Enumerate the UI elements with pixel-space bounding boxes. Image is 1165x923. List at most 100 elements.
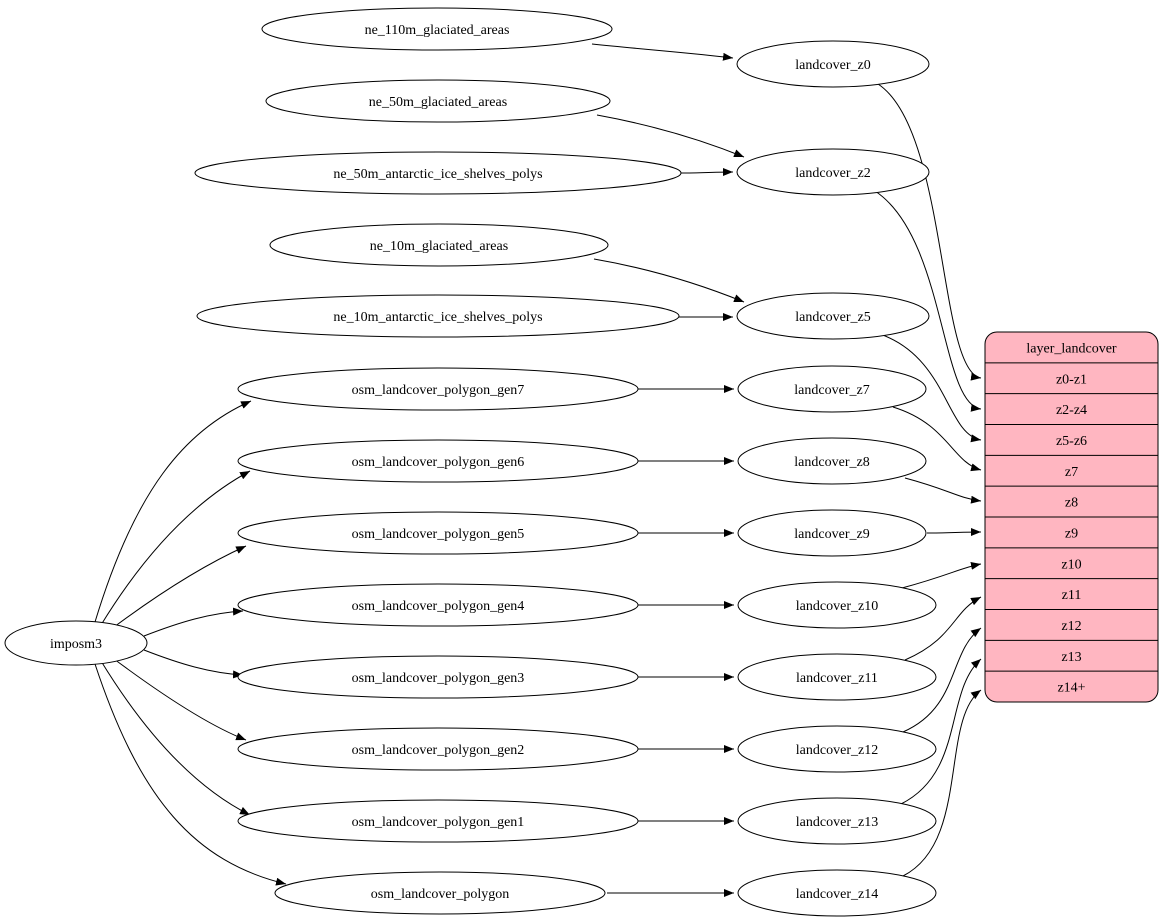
node-shape-osm_landcover_polygon_gen3 — [237, 655, 639, 699]
node-landcover_z2: landcover_z2 — [736, 148, 930, 196]
node-label-landcover_z2: landcover_z2 — [795, 166, 870, 181]
node-osm_landcover_polygon_gen2: osm_landcover_polygon_gen2 — [237, 727, 639, 771]
node-shape-landcover_z9 — [737, 509, 927, 557]
node-shape-landcover_z10 — [737, 581, 937, 629]
node-shape-landcover_z14 — [737, 869, 937, 917]
record-title: layer_landcover — [1026, 341, 1117, 356]
node-label-osm_landcover_polygon_gen4: osm_landcover_polygon_gen4 — [352, 599, 525, 614]
edge-landcover_z11-to-layer_landcover-z11 — [904, 596, 982, 661]
edge-landcover_z0-to-layer_landcover-z0-z1 — [877, 83, 982, 381]
node-label-landcover_z8: landcover_z8 — [794, 455, 869, 470]
node-osm_landcover_polygon_gen4: osm_landcover_polygon_gen4 — [237, 583, 639, 627]
node-ne_10m_antarctic_ice_shelves_polys: ne_10m_antarctic_ice_shelves_polys — [196, 294, 680, 338]
edge-imposm3-to-osm_landcover_polygon_gen4 — [143, 607, 244, 637]
edge-ne_50m_antarctic_ice_shelves_polys-to-landcover_z2 — [680, 168, 734, 177]
edge-imposm3-to-osm_landcover_polygon_gen6 — [100, 470, 251, 626]
node-shape-landcover_z11 — [737, 653, 937, 701]
node-label-landcover_z12: landcover_z12 — [796, 743, 878, 758]
record-row-label: z7 — [1065, 465, 1078, 480]
node-osm_landcover_polygon: osm_landcover_polygon — [274, 871, 606, 915]
node-label-ne_110m_glaciated_areas: ne_110m_glaciated_areas — [365, 23, 510, 38]
node-label-osm_landcover_polygon_gen5: osm_landcover_polygon_gen5 — [352, 527, 525, 542]
record-row-label: z0-z1 — [1056, 372, 1087, 387]
node-shape-landcover_z5 — [736, 292, 930, 340]
node-shape-imposm3 — [4, 620, 148, 666]
edge-landcover_z9-to-layer_landcover-z9 — [926, 528, 982, 537]
node-layer_landcover: layer_landcoverz0-z1z2-z4z5-z6z7z8z9z10z… — [984, 331, 1159, 703]
edge-imposm3-to-osm_landcover_polygon_gen1 — [100, 660, 251, 816]
record-row-label: z5-z6 — [1056, 434, 1087, 449]
record-row-label: z13 — [1061, 650, 1081, 665]
node-label-osm_landcover_polygon_gen6: osm_landcover_polygon_gen6 — [352, 455, 525, 470]
node-shape-ne_10m_antarctic_ice_shelves_polys — [196, 294, 680, 338]
edge-landcover_z13-to-layer_landcover-z13 — [900, 658, 982, 805]
node-shape-osm_landcover_polygon_gen6 — [237, 439, 639, 483]
node-osm_landcover_polygon_gen1: osm_landcover_polygon_gen1 — [237, 799, 639, 843]
record-row-label: z11 — [1062, 588, 1082, 603]
node-landcover_z10: landcover_z10 — [737, 581, 937, 629]
node-label-osm_landcover_polygon_gen1: osm_landcover_polygon_gen1 — [352, 815, 525, 830]
node-label-landcover_z10: landcover_z10 — [796, 599, 878, 614]
node-shape-ne_10m_glaciated_areas — [269, 223, 609, 267]
node-shape-ne_110m_glaciated_areas — [261, 7, 613, 51]
node-label-landcover_z13: landcover_z13 — [796, 815, 878, 830]
node-landcover_z0: landcover_z0 — [736, 40, 930, 88]
node-osm_landcover_polygon_gen5: osm_landcover_polygon_gen5 — [237, 511, 639, 555]
node-landcover_z14: landcover_z14 — [737, 869, 937, 917]
node-imposm3: imposm3 — [4, 620, 148, 666]
node-shape-osm_landcover_polygon_gen4 — [237, 583, 639, 627]
edge-landcover_z5-to-layer_landcover-z5-z6 — [879, 333, 982, 443]
node-label-osm_landcover_polygon_gen2: osm_landcover_polygon_gen2 — [352, 743, 525, 758]
node-shape-landcover_z2 — [736, 148, 930, 196]
node-landcover_z5: landcover_z5 — [736, 292, 930, 340]
node-label-landcover_z5: landcover_z5 — [795, 310, 870, 325]
edge-imposm3-to-osm_landcover_polygon_gen3 — [143, 649, 244, 679]
edge-landcover_z12-to-layer_landcover-z12 — [902, 627, 982, 733]
edge-landcover_z14-to-layer_landcover-z14- — [902, 689, 982, 877]
record-row-label: z9 — [1065, 526, 1078, 541]
node-ne_110m_glaciated_areas: ne_110m_glaciated_areas — [261, 7, 613, 51]
node-shape-landcover_z8 — [737, 437, 927, 485]
node-label-ne_50m_glaciated_areas: ne_50m_glaciated_areas — [369, 95, 507, 110]
node-landcover_z8: landcover_z8 — [737, 437, 927, 485]
node-label-landcover_z14: landcover_z14 — [796, 887, 878, 902]
node-shape-osm_landcover_polygon_gen7 — [237, 367, 639, 411]
node-landcover_z7: landcover_z7 — [737, 365, 927, 413]
edge-ne_110m_glaciated_areas-to-landcover_z0 — [591, 43, 734, 61]
node-label-ne_10m_antarctic_ice_shelves_polys: ne_10m_antarctic_ice_shelves_polys — [333, 310, 542, 325]
node-shape-landcover_z12 — [737, 725, 937, 773]
node-osm_landcover_polygon_gen7: osm_landcover_polygon_gen7 — [237, 367, 639, 411]
node-ne_10m_glaciated_areas: ne_10m_glaciated_areas — [269, 223, 609, 267]
node-shape-osm_landcover_polygon — [274, 871, 606, 915]
node-landcover_z9: landcover_z9 — [737, 509, 927, 557]
record-row-label: z12 — [1061, 619, 1081, 634]
node-label-landcover_z9: landcover_z9 — [794, 527, 869, 542]
node-label-ne_10m_glaciated_areas: ne_10m_glaciated_areas — [370, 239, 508, 254]
node-shape-landcover_z13 — [737, 797, 937, 845]
node-label-landcover_z11: landcover_z11 — [796, 671, 878, 686]
node-ne_50m_glaciated_areas: ne_50m_glaciated_areas — [265, 79, 611, 123]
edge-landcover_z2-to-layer_landcover-z2-z4 — [874, 190, 982, 412]
record-row-label: z2-z4 — [1056, 403, 1087, 418]
node-osm_landcover_polygon_gen6: osm_landcover_polygon_gen6 — [237, 439, 639, 483]
node-label-osm_landcover_polygon: osm_landcover_polygon — [371, 887, 509, 902]
edge-imposm3-to-osm_landcover_polygon — [94, 663, 287, 886]
node-shape-osm_landcover_polygon_gen5 — [237, 511, 639, 555]
node-ne_50m_antarctic_ice_shelves_polys: ne_50m_antarctic_ice_shelves_polys — [194, 151, 682, 195]
edge-imposm3-to-osm_landcover_polygon_gen7 — [94, 400, 252, 623]
nodes-layer: imposm3 ne_110m_glaciated_areas ne_50m_gla… — [4, 7, 937, 917]
node-label-landcover_z7: landcover_z7 — [794, 383, 869, 398]
node-label-osm_landcover_polygon_gen7: osm_landcover_polygon_gen7 — [352, 383, 525, 398]
node-shape-landcover_z7 — [737, 365, 927, 413]
edge-landcover_z8-to-layer_landcover-z8 — [904, 477, 982, 504]
record-row-label: z10 — [1061, 557, 1081, 572]
node-label-imposm3: imposm3 — [50, 637, 102, 652]
edge-landcover_z10-to-layer_landcover-z10 — [901, 561, 982, 589]
edge-ne_10m_glaciated_areas-to-landcover_z5 — [593, 258, 745, 303]
node-landcover_z13: landcover_z13 — [737, 797, 937, 845]
edge-imposm3-to-osm_landcover_polygon_gen2 — [109, 655, 247, 741]
node-shape-osm_landcover_polygon_gen1 — [237, 799, 639, 843]
node-landcover_z11: landcover_z11 — [737, 653, 937, 701]
